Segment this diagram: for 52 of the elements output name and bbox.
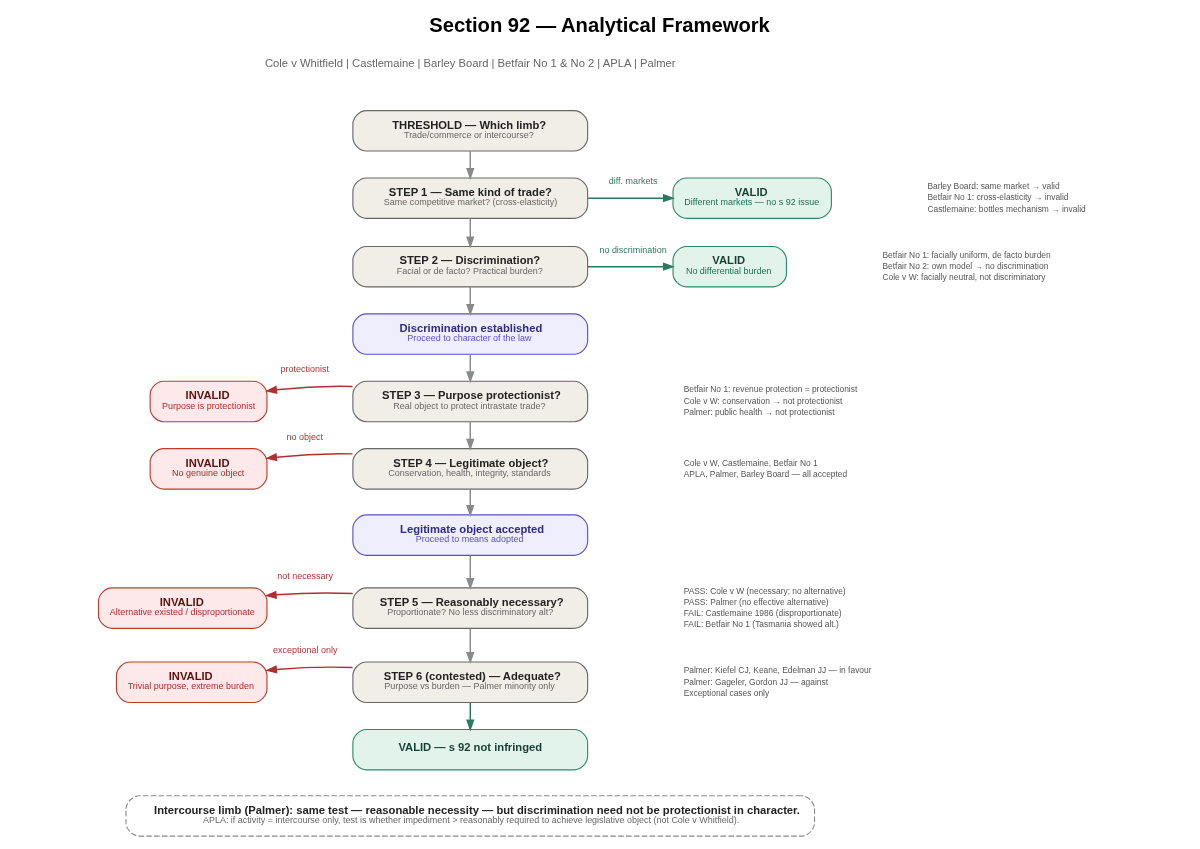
edge-label: no object — [286, 431, 323, 442]
arrow — [265, 452, 354, 462]
node-label: Palmer: Gageler, Gordon JJ — against — [683, 676, 829, 687]
node-box: INVALID Purpose is protectionist — [149, 380, 268, 423]
node-box: VALID — s 92 not infringed — [352, 728, 589, 771]
diagram-title: Section 92 — Analytical Framework — [429, 14, 770, 37]
node-label: Betfair No 1: cross-elasticity → invalid — [927, 192, 1069, 203]
node-label: Betfair No 2: own model → no discrimination — [882, 260, 1049, 271]
edge-label: diff. markets — [608, 176, 658, 187]
node-box: Intercourse limb (Palmer): same test — reasonable necessity — but discrimination need not be protectionist in character. APLA: if activity = intercourse only, test is whether impediment > reasonably required to achieve legislative object (not Cole v Whitfield). — [125, 795, 816, 837]
node-label: Palmer: public health → not protectionist — [683, 406, 835, 417]
node-label: FAIL: Betfair No 1 (Tasmania showed alt.) — [683, 619, 839, 630]
node-box: STEP 5 — Reasonably necessary? Proportionate? No less discriminatory alt? — [352, 587, 589, 629]
arrow — [264, 590, 354, 599]
node-label: Palmer: Kiefel CJ, Keane, Edelman JJ — in favour — [683, 665, 872, 676]
arrow — [587, 194, 675, 203]
node-label: Betfair No 1: facially uniform, de facto burden — [882, 249, 1051, 260]
node-label: FAIL: Castlemaine 1986 (disproportionate) — [683, 608, 842, 619]
node-label: Exceptional cases only — [683, 687, 770, 698]
node-box: STEP 6 (contested) — Adequate? Purpose vs burden — Palmer minority only — [352, 661, 589, 704]
edge-label: no discrimination — [599, 244, 667, 255]
node-label: Cole v W: facially neutral, not discriminatory — [882, 272, 1046, 283]
node-box: STEP 1 — Same kind of trade? Same competitive market? (cross-elasticity) — [352, 177, 589, 219]
edge-label: not necessary — [277, 570, 334, 581]
node-box: Discrimination established Proceed to character of the law — [352, 313, 589, 355]
node-box: STEP 3 — Purpose protectionist? Real object to protect intrastate trade? — [352, 380, 589, 423]
node-label: Betfair No 1: revenue protection = protectionist — [683, 384, 858, 395]
node-label: Cole v W: conservation → not protectionist — [683, 395, 843, 406]
node-box: THRESHOLD — Which limb? Trade/commerce or intercourse? — [352, 110, 589, 152]
arrow — [466, 554, 475, 590]
edge-label: exceptional only — [273, 644, 338, 655]
arrow — [587, 262, 675, 271]
arrow — [466, 217, 475, 249]
node-label: PASS: Palmer (no effective alternative) — [683, 596, 829, 607]
node-box: VALID Different markets — no s 92 issue — [672, 177, 832, 219]
edge-label: protectionist — [280, 364, 329, 375]
node-label: Barley Board: same market → valid — [927, 181, 1060, 192]
node-label: PASS: Cole v W (necessary; no alternative) — [683, 585, 846, 596]
label: Cole v Whitfield | Castlemaine | Barley Board | Betfair No 1 & No 2 | APLA | Palmer — [265, 57, 676, 70]
arrow — [265, 385, 354, 394]
node-box: INVALID Trivial purpose, extreme burden — [115, 661, 268, 704]
node-box: STEP 2 — Discrimination? Facial or de facto? Practical burden? — [352, 245, 589, 288]
node-label: APLA, Palmer, Barley Board — all accepted — [683, 468, 848, 479]
node-label: Cole v W, Castlemaine, Betfair No 1 — [683, 457, 818, 468]
node-box: INVALID Alternative existed / disproportionate — [97, 587, 268, 629]
arrow — [265, 665, 354, 674]
node-box: STEP 4 — Legitimate object? Conservation, health, integrity, standards — [352, 448, 589, 490]
arrow — [466, 627, 475, 665]
node-label: Castlemaine: bottles mechanism → invalid — [927, 203, 1086, 214]
node-box: VALID No differential burden — [672, 245, 787, 288]
node-box: Legitimate object accepted Proceed to means adopted — [352, 514, 589, 556]
node-box: INVALID No genuine object — [149, 448, 268, 490]
